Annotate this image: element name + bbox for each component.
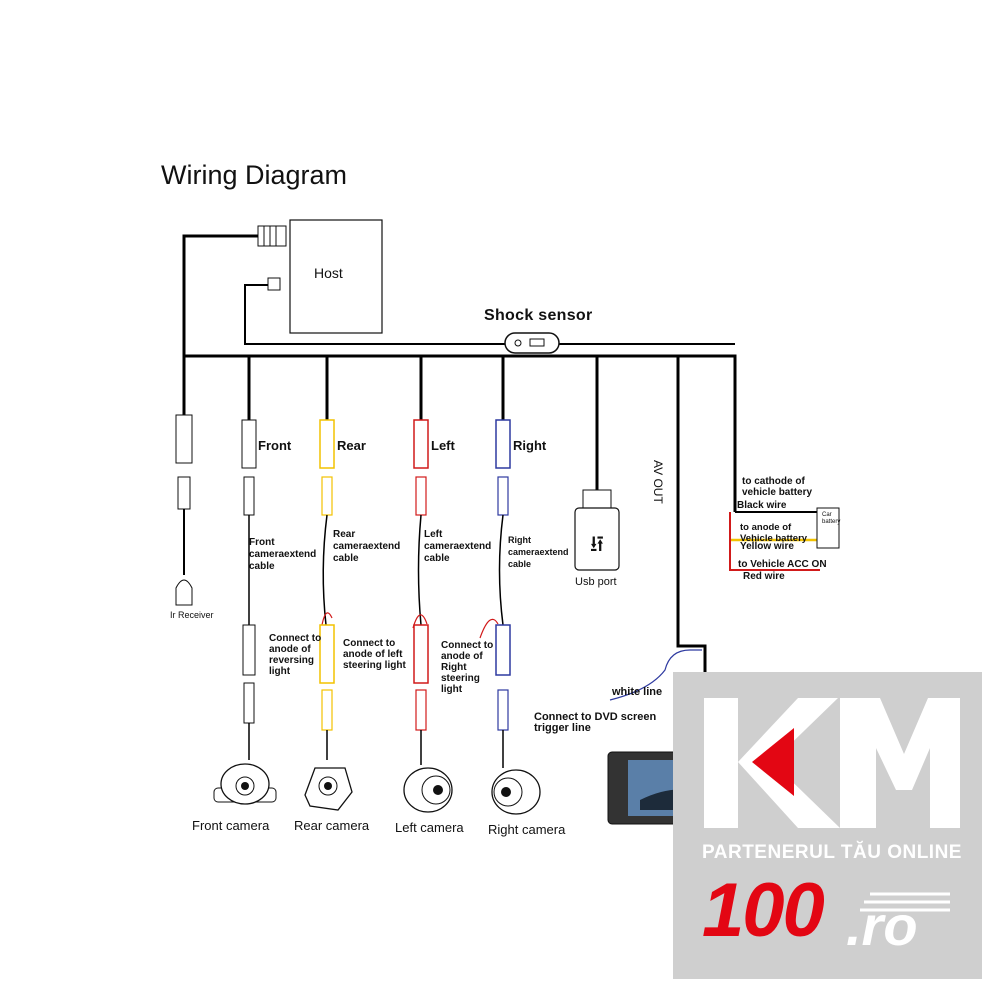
host-box bbox=[289, 219, 383, 334]
left-camera-label: Left camera bbox=[395, 820, 464, 835]
yellow-wire-label: Yellow wire bbox=[740, 541, 794, 552]
av-out-label: AV OUT bbox=[651, 460, 665, 504]
diagram-title: Wiring Diagram bbox=[161, 160, 348, 190]
right-camera-label: Right camera bbox=[488, 822, 566, 837]
ir-connector bbox=[175, 414, 193, 464]
logo-domain: .ro bbox=[846, 894, 918, 957]
usb-port bbox=[574, 507, 620, 571]
logo-speed-lines bbox=[860, 892, 950, 912]
red-wire-label: Red wire bbox=[743, 571, 785, 582]
front-camera-icon bbox=[213, 763, 277, 805]
white-line-label: white line bbox=[612, 686, 663, 698]
black-wire-label: Black wire bbox=[737, 500, 787, 511]
rear-camera-icon bbox=[304, 767, 353, 811]
km-logo bbox=[704, 698, 960, 828]
svg-text:⭿: ⭿ bbox=[590, 533, 604, 558]
right-camera-icon bbox=[491, 769, 541, 815]
right-channel-label: Right bbox=[513, 438, 547, 453]
left-channel-label: Left bbox=[431, 438, 455, 453]
host-label: Host bbox=[314, 265, 343, 281]
rear-channel-label: Rear bbox=[337, 438, 366, 453]
host-small-port bbox=[267, 277, 281, 291]
battery-box bbox=[816, 507, 840, 549]
front-camera-label: Front camera bbox=[192, 818, 270, 833]
ir-receiver-label: Ir Receiver bbox=[170, 610, 214, 620]
ir-receiver bbox=[175, 579, 193, 606]
logo-number: 100 bbox=[702, 868, 825, 953]
shock-sensor-label: Shock sensor bbox=[484, 307, 593, 324]
battery-box-label: Car battery bbox=[822, 512, 841, 525]
rear-camera-label: Rear camera bbox=[294, 818, 370, 833]
acc-label: to Vehicle ACC ON bbox=[738, 559, 827, 570]
logo-tagline: PARTENERUL TĂU ONLINE bbox=[702, 842, 962, 863]
usb-port-label: Usb port bbox=[575, 576, 617, 588]
front-channel-label: Front bbox=[258, 438, 292, 453]
left-camera-icon bbox=[403, 767, 453, 813]
shock-sensor bbox=[504, 332, 560, 354]
host-connector bbox=[257, 225, 287, 247]
